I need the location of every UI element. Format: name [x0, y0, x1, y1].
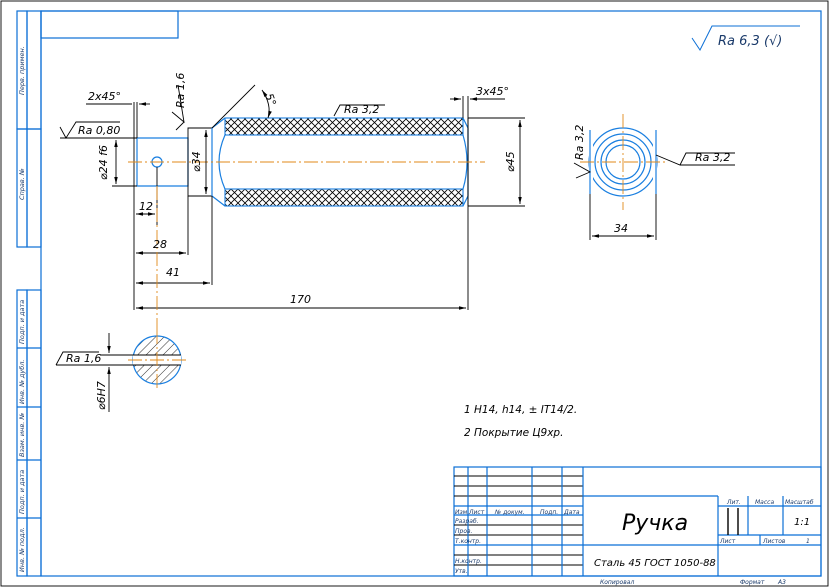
note-2: 2 Покрытие Ц9хр. — [464, 427, 563, 439]
tb-header: Изм. — [455, 509, 469, 516]
end-view — [573, 110, 735, 240]
svg-text:Ra 6,3 (√): Ra 6,3 (√) — [718, 34, 782, 49]
len-170-label: 170 — [290, 293, 311, 306]
dia-shaft-label: ⌀24 f6 — [97, 145, 110, 180]
side-stamp — [16, 10, 42, 577]
scale-label: Масштаб — [785, 499, 814, 506]
part-main-view — [128, 96, 485, 310]
stamp-label: Подп. и дата — [18, 470, 26, 514]
roughness-marks — [59, 84, 385, 139]
tb-header: Лист — [468, 509, 485, 516]
stamp-label: Подп. и дата — [18, 300, 26, 344]
len-28-label: 28 — [153, 238, 167, 251]
sheets-count: 1 — [806, 538, 810, 545]
sheet-label: Лист — [719, 538, 736, 545]
tb-header: № докум. — [494, 509, 525, 516]
top-left-box — [40, 10, 179, 39]
tb-header: Дата — [563, 509, 580, 516]
dia-collar-label: ⌀34 — [190, 151, 203, 172]
stamp-label: Инв. № подл. — [18, 527, 26, 572]
format-value: A3 — [777, 579, 786, 586]
roughness-hole: Ra 1,6 — [66, 352, 101, 365]
stamp-label: Справ. № — [18, 168, 26, 200]
general-roughness: Ra 6,3 (√) — [691, 25, 800, 51]
mass-label: Масса — [755, 499, 774, 506]
roughness-collar: Ra 1,6 — [174, 73, 187, 108]
drawing-title: Ручка — [622, 511, 688, 536]
stamp-label: Инв. № дубл. — [18, 360, 26, 404]
tb-row: Разраб. — [455, 518, 479, 525]
roughness-end-right: Ra 3,2 — [695, 151, 730, 164]
tb-row: Пров. — [455, 528, 473, 535]
chamfer-left-label: 2x45° — [88, 90, 121, 103]
sheets-label: Листов — [762, 538, 786, 545]
tb-row: Т.контр. — [455, 538, 481, 545]
title-block — [453, 466, 822, 577]
lit-label: Лит. — [726, 499, 741, 506]
section-view — [55, 330, 186, 412]
material-label: Сталь 45 ГОСТ 1050-88 — [594, 558, 716, 569]
len-41-label: 41 — [166, 266, 180, 279]
angle-label: 5° — [262, 92, 278, 108]
copied-label: Копировал — [600, 579, 634, 586]
format-label: Формат — [740, 579, 765, 586]
scale-value: 1:1 — [794, 517, 810, 528]
stamp-label: Перв. примен. — [18, 46, 26, 95]
stamp-label: Взам. инв. № — [18, 413, 26, 457]
len-12-label: 12 — [139, 200, 153, 213]
chamfer-right-label: 3x45° — [476, 85, 509, 98]
dia-knurl-label: ⌀45 — [504, 151, 517, 172]
drawing-frame — [40, 10, 822, 577]
note-1: 1 H14, h14, ± IT14/2. — [464, 404, 577, 416]
roughness-shaft: Ra 0,80 — [78, 124, 120, 137]
tb-row: Утв. — [455, 568, 468, 575]
hole-label: ⌀6H7 — [95, 381, 108, 410]
tb-row: Н.контр. — [455, 558, 482, 565]
roughness-knurl: Ra 3,2 — [344, 103, 379, 116]
roughness-end-left: Ra 3,2 — [573, 125, 586, 160]
end-width-label: 34 — [614, 222, 628, 235]
tb-header: Подп. — [540, 509, 558, 516]
